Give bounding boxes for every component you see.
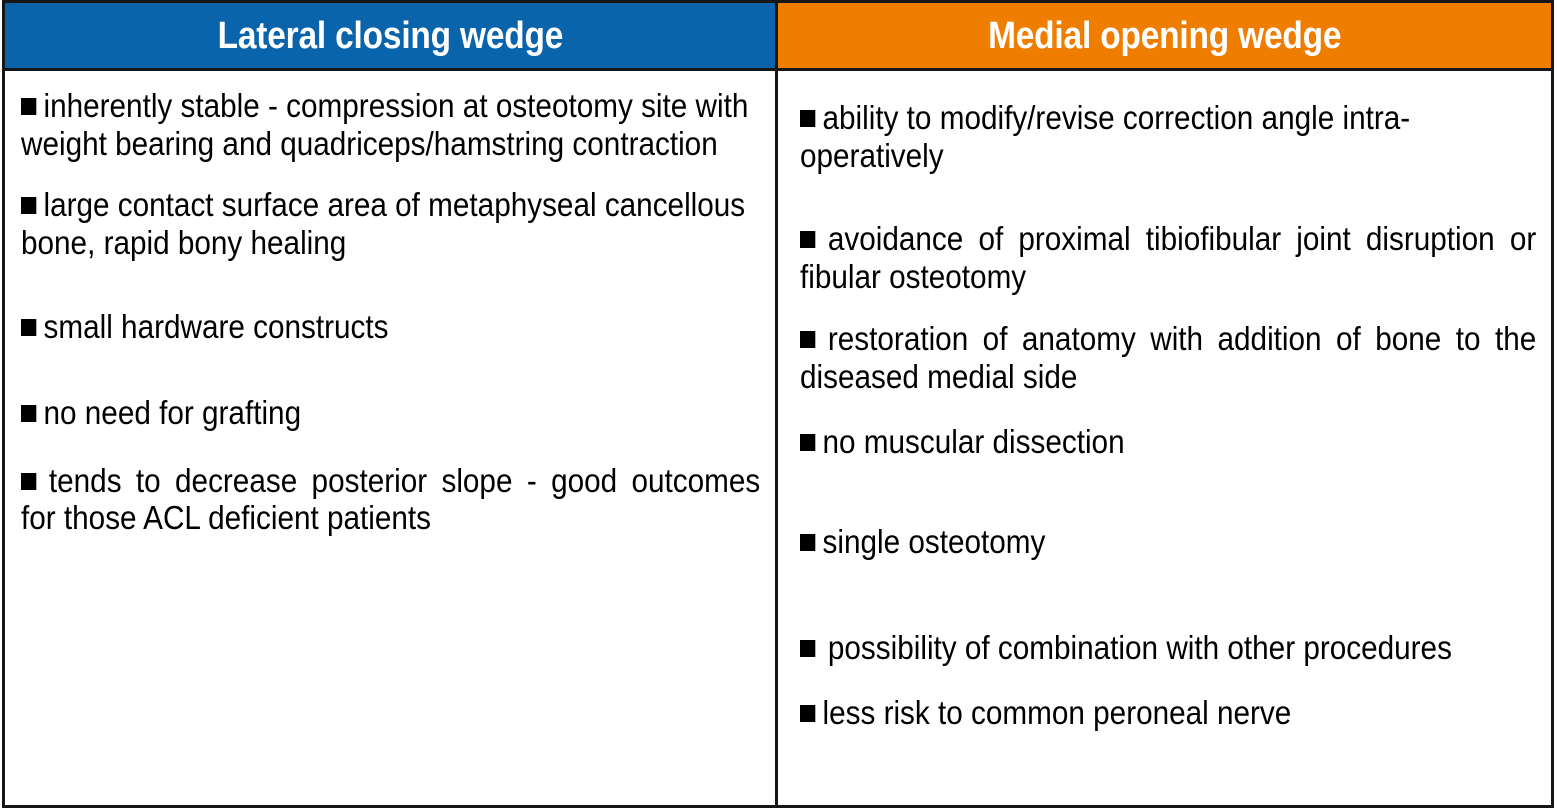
list-item-text: no need for grafting	[43, 394, 302, 432]
list-item: large contact surface area of metaphysea…	[21, 186, 760, 261]
filled-square-bullet-icon	[21, 197, 37, 215]
list-item-text: less risk to common peroneal nerve	[822, 694, 1292, 732]
list-item: avoidance of proximal tibiofibular joint…	[800, 220, 1536, 295]
list-item-text: no muscular dissection	[822, 422, 1125, 460]
list-item-text: inherently stable - compression at osteo…	[21, 87, 749, 162]
list-item: small hardware constructs	[21, 308, 760, 346]
list-item: single osteotomy	[800, 523, 1536, 561]
list-item: no muscular dissection	[800, 423, 1536, 461]
column-header-label-right: Medial opening wedge	[987, 14, 1342, 57]
filled-square-bullet-icon	[21, 98, 37, 115]
filled-square-bullet-icon	[800, 705, 816, 723]
list-item: inherently stable - compression at osteo…	[21, 87, 760, 162]
list-item: less risk to common peroneal nerve	[800, 694, 1536, 732]
table-header-row: Lateral closing wedge Medial opening wed…	[5, 3, 1551, 71]
list-item-text: possibility of combination with other pr…	[827, 628, 1452, 666]
filled-square-bullet-icon	[800, 433, 816, 451]
list-item-text: restoration of anatomy with addition of …	[800, 320, 1537, 396]
list-item-text: single osteotomy	[822, 523, 1046, 561]
table-body-row: inherently stable - compression at osteo…	[5, 71, 1551, 805]
filled-square-bullet-icon	[800, 231, 816, 249]
list-item-text: large contact surface area of metaphysea…	[21, 186, 746, 261]
list-item: tends to decrease posterior slope - good…	[21, 462, 760, 537]
column-body-medial-opening-wedge: ability to modify/revise correction angl…	[778, 71, 1551, 805]
filled-square-bullet-icon	[800, 331, 816, 349]
list-item: no need for grafting	[21, 394, 760, 432]
filled-square-bullet-icon	[800, 110, 816, 127]
list-item-text: small hardware constructs	[43, 308, 389, 346]
filled-square-bullet-icon	[800, 534, 816, 552]
list-item-text: tends to decrease posterior slope - good…	[21, 461, 761, 537]
filled-square-bullet-icon	[21, 319, 37, 337]
list-item-text: ability to modify/revise correction angl…	[800, 99, 1411, 174]
list-item-text: avoidance of proximal tibiofibular joint…	[800, 220, 1537, 295]
list-item: possibility of combination with other pr…	[800, 629, 1536, 667]
filled-square-bullet-icon	[21, 472, 37, 490]
column-header-label-left: Lateral closing wedge	[217, 14, 563, 57]
column-header-lateral-closing-wedge: Lateral closing wedge	[5, 3, 778, 68]
filled-square-bullet-icon	[21, 405, 37, 423]
column-header-medial-opening-wedge: Medial opening wedge	[778, 3, 1551, 68]
filled-square-bullet-icon	[800, 639, 816, 657]
list-item: restoration of anatomy with addition of …	[800, 320, 1536, 395]
column-body-lateral-closing-wedge: inherently stable - compression at osteo…	[5, 71, 778, 805]
list-item: ability to modify/revise correction angl…	[800, 99, 1536, 174]
